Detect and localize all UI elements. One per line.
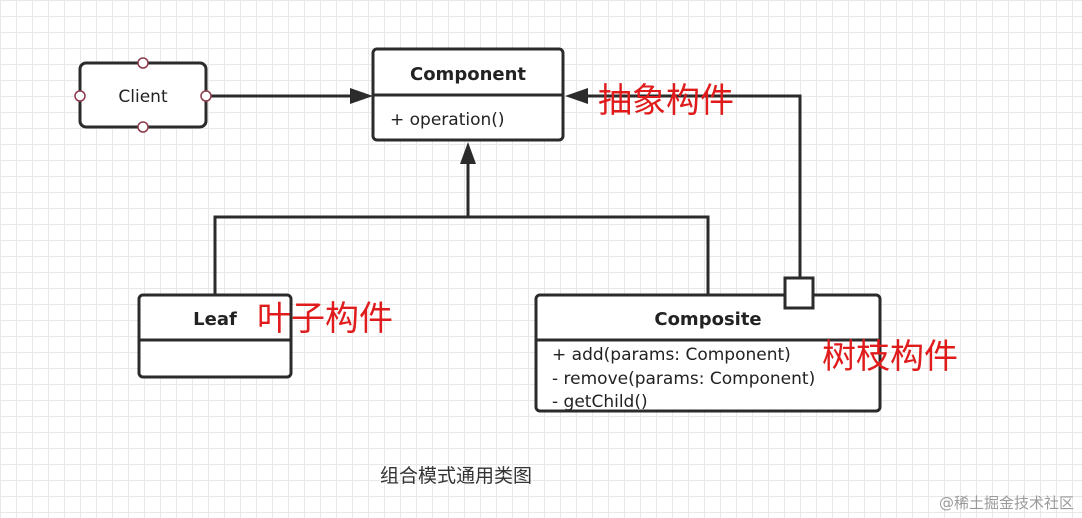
composite-title: Composite — [654, 309, 761, 330]
composite-operation-remove: - remove(params: Component) — [552, 369, 815, 389]
aggregation-line — [585, 94, 802, 278]
connection-point-right[interactable] — [200, 90, 212, 102]
composite-class[interactable]: Composite + add(params: Component) - rem… — [534, 293, 882, 413]
client-box[interactable]: Client — [74, 57, 212, 133]
diagram-caption: 组合模式通用类图 — [380, 465, 532, 487]
composite-operation-add: + add(params: Component) — [552, 345, 791, 365]
inheritance-line — [213, 215, 710, 295]
connection-point-top[interactable] — [137, 57, 149, 69]
note-branch-component: 树枝构件 — [822, 337, 958, 377]
aggregation-marker — [783, 276, 815, 310]
leaf-class[interactable]: Leaf — [137, 293, 293, 379]
component-class[interactable]: Component + operation() — [371, 47, 565, 142]
connectors — [206, 94, 802, 295]
connection-point-bottom[interactable] — [137, 121, 149, 133]
component-operation: + operation() — [390, 110, 505, 130]
client-label: Client — [118, 87, 168, 107]
inheritance-arrowhead — [460, 142, 476, 164]
component-title: Component — [410, 64, 526, 85]
client-arrowhead — [350, 88, 373, 104]
note-leaf-component: 叶子构件 — [257, 299, 393, 339]
composite-operation-getchild: - getChild() — [552, 392, 648, 412]
aggregation-arrowhead — [565, 88, 588, 104]
connection-point-left[interactable] — [74, 90, 86, 102]
watermark: @稀土掘金技术社区 — [939, 494, 1074, 512]
note-abstract-component: 抽象构件 — [598, 81, 734, 121]
leaf-title: Leaf — [193, 309, 237, 330]
